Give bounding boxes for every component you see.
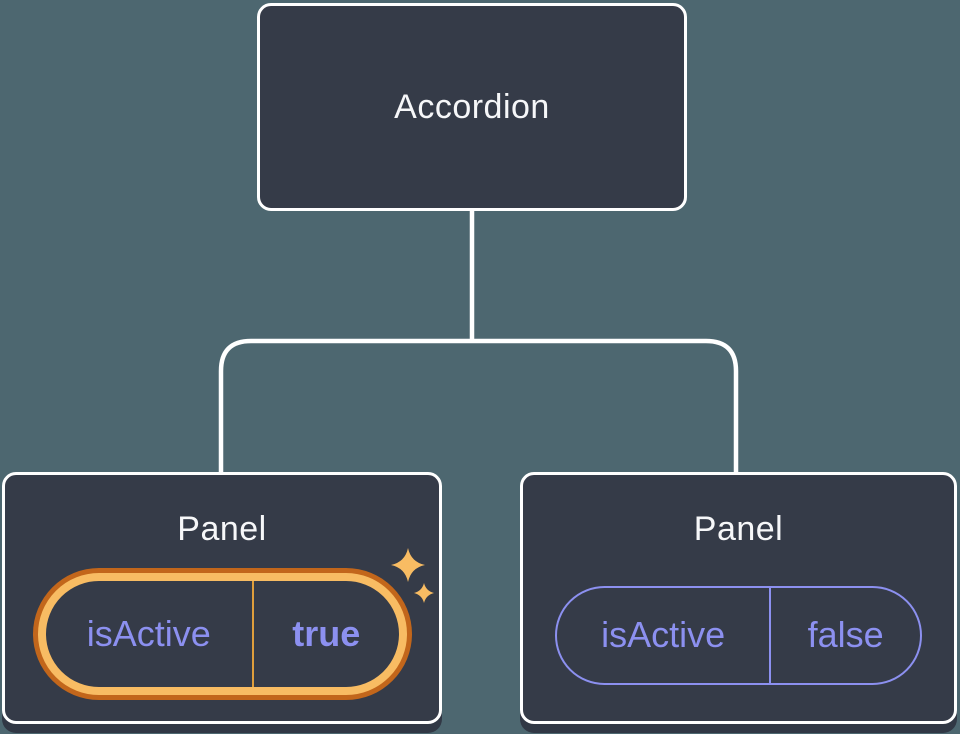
- panel-node-inactive: Panel isActive false: [520, 472, 957, 724]
- sparkle-large: [391, 548, 425, 582]
- state-prop-label: isActive: [86, 612, 211, 654]
- connector-branch: [218, 338, 739, 472]
- accordion-node: Accordion: [257, 3, 687, 211]
- sparkles-icon: [391, 548, 434, 603]
- panel-node-label: Panel: [177, 510, 267, 548]
- state-pill-active: isActive true: [37, 572, 407, 695]
- panel-node-label: Panel: [693, 510, 784, 548]
- state-prop-label: isActive: [601, 614, 726, 656]
- panel-node-active: Panel isActive true: [2, 472, 442, 724]
- state-value-label: false: [807, 614, 884, 656]
- sparkle-small: [414, 583, 434, 603]
- pill-divider: [252, 580, 254, 687]
- state-value-label: true: [292, 612, 361, 654]
- accordion-node-label: Accordion: [394, 87, 550, 126]
- state-pill-inactive: isActive false: [555, 585, 922, 685]
- pill-divider: [769, 587, 772, 683]
